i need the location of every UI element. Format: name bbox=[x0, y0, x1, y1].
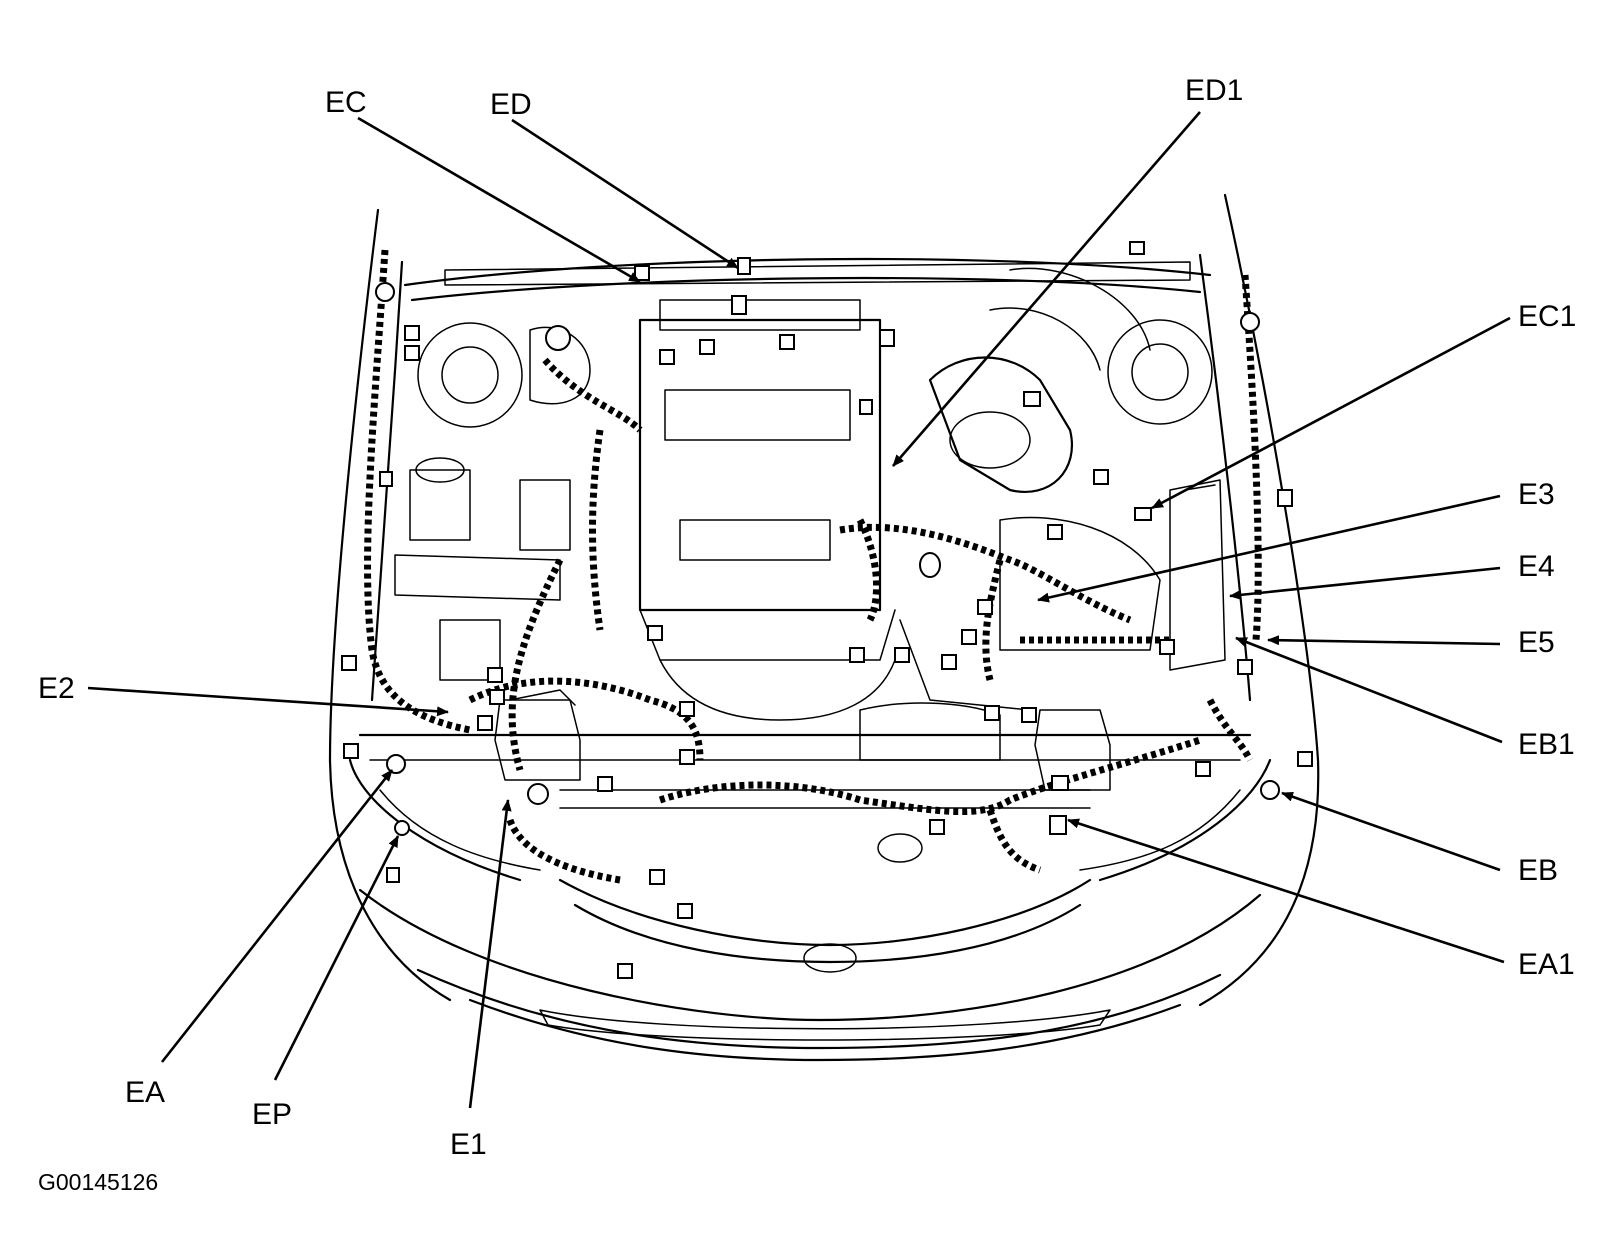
pointer-EP bbox=[273, 835, 400, 1081]
label-EA1: EA1 bbox=[1518, 948, 1575, 981]
pointer-ED bbox=[511, 118, 739, 270]
label-E4: E4 bbox=[1518, 550, 1555, 583]
figure-code: G00145126 bbox=[38, 1169, 158, 1195]
label-E1: E1 bbox=[450, 1128, 487, 1161]
connectors bbox=[341, 241, 1313, 979]
label-EB: EB bbox=[1518, 854, 1558, 887]
label-ED1: ED1 bbox=[1185, 74, 1243, 107]
pointer-EB1 bbox=[1235, 636, 1503, 744]
label-E2: E2 bbox=[38, 672, 75, 705]
pointer-E4 bbox=[1229, 566, 1501, 600]
pointer-E5 bbox=[1267, 635, 1501, 646]
pointer-E3 bbox=[1037, 494, 1501, 603]
pointer-E1 bbox=[468, 799, 512, 1109]
pointer-E2 bbox=[87, 686, 449, 717]
pointer-EC1 bbox=[1151, 316, 1511, 510]
label-EP: EP bbox=[252, 1098, 292, 1131]
callout-pointers bbox=[87, 111, 1511, 1109]
label-EC1: EC1 bbox=[1518, 300, 1576, 333]
label-E3: E3 bbox=[1518, 478, 1555, 511]
callout-labels: EC ED ED1 EC1 E3 E4 E5 EB1 EB EA1 E2 EA … bbox=[38, 74, 1576, 1195]
vehicle-outline bbox=[328, 193, 1320, 1062]
label-E5: E5 bbox=[1518, 626, 1555, 659]
pointer-EA1 bbox=[1067, 818, 1505, 964]
pointer-EB bbox=[1281, 791, 1501, 872]
label-EC: EC bbox=[325, 86, 367, 119]
wiring-harness bbox=[364, 249, 1262, 884]
label-EB1: EB1 bbox=[1518, 728, 1575, 761]
pointer-ED1 bbox=[892, 111, 1201, 467]
pointer-EC bbox=[357, 116, 641, 284]
label-EA: EA bbox=[125, 1076, 165, 1109]
label-ED: ED bbox=[490, 88, 532, 121]
pointer-EA bbox=[160, 769, 394, 1063]
